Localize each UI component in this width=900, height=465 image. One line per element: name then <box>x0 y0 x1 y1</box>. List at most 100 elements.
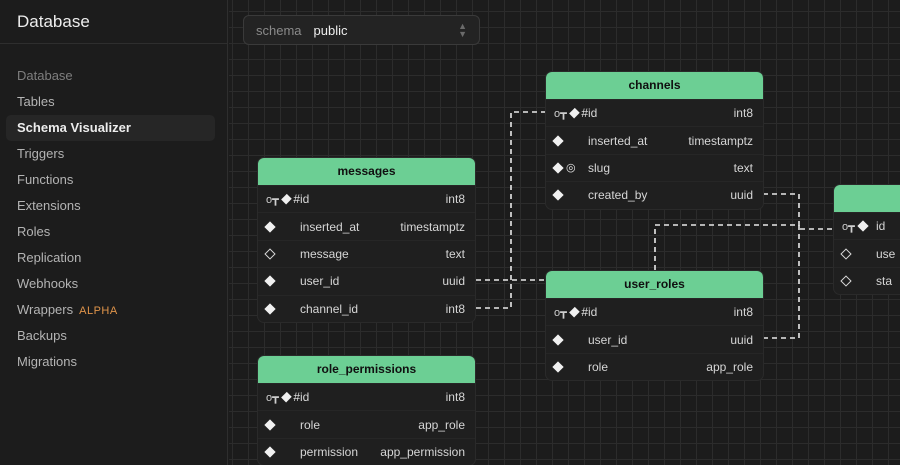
sidebar-item-functions[interactable]: Functions <box>17 172 74 187</box>
diamond-icon <box>264 418 276 431</box>
column-row[interactable]: o┳ # id int8 <box>546 298 763 325</box>
table-name: messages <box>258 158 475 185</box>
sidebar-item-label: Wrappers <box>17 302 74 317</box>
column-row[interactable]: role app_role <box>546 352 763 380</box>
diamond-icon <box>568 108 580 119</box>
diamond-outline-icon <box>840 275 852 287</box>
column-type: app_role <box>418 417 465 432</box>
key-icon: o┳ <box>842 220 855 233</box>
column-type: uuid <box>442 274 465 289</box>
table-name: role_permissions <box>258 356 475 383</box>
column-name: permission <box>300 444 359 459</box>
sidebar-item-migrations[interactable]: Migrations <box>17 354 77 369</box>
column-name: sta <box>876 273 893 288</box>
table-user-roles[interactable]: user_roles o┳ # id int8 user_id uuid role… <box>545 270 764 382</box>
column-type: app_role <box>706 359 753 374</box>
chevron-up-down-icon: ▲▼ <box>458 21 467 39</box>
edge-created-by <box>763 193 833 230</box>
column-type: uuid <box>730 332 753 347</box>
column-row[interactable]: channel_id int8 <box>258 294 475 322</box>
table-partial[interactable]: o┳ id use sta <box>833 184 900 296</box>
diamond-icon <box>280 392 292 403</box>
sidebar-item-replication[interactable]: Replication <box>17 250 82 265</box>
table-channels[interactable]: channels o┳ # id int8 inserted_at timesta… <box>545 71 764 210</box>
column-row[interactable]: message text <box>258 239 475 267</box>
diamond-icon <box>568 307 580 318</box>
column-name: inserted_at <box>588 133 648 148</box>
column-row[interactable]: user_id uuid <box>258 267 475 294</box>
schema-select-value: public <box>313 22 348 38</box>
diamond-icon <box>552 361 564 373</box>
diamond-icon <box>552 189 564 202</box>
sidebar-item-schema-visualizer[interactable]: Schema Visualizer <box>6 115 215 141</box>
fingerprint-icon: ◎ <box>566 162 576 175</box>
key-icon: o┳ <box>554 107 567 120</box>
column-name: id <box>876 219 886 234</box>
column-name: id <box>300 390 310 405</box>
column-type: int8 <box>733 305 753 320</box>
column-type: int8 <box>445 390 465 405</box>
diamond-icon <box>552 162 564 174</box>
sidebar-item-backups[interactable]: Backups <box>17 328 67 343</box>
hash-icon: # <box>581 305 588 320</box>
column-type: app_permission <box>380 444 465 459</box>
column-type: timestamptz <box>400 219 465 234</box>
diamond-outline-icon <box>264 248 276 260</box>
column-row[interactable]: role app_role <box>258 410 475 437</box>
table-name: channels <box>546 72 763 99</box>
column-type: int8 <box>733 106 753 121</box>
diamond-icon <box>264 275 276 288</box>
sidebar-item-roles[interactable]: Roles <box>17 224 51 239</box>
sidebar-title: Database <box>0 0 227 44</box>
column-row[interactable]: inserted_at timestamptz <box>546 126 763 153</box>
diamond-icon <box>264 220 276 233</box>
edge-user-roles <box>654 224 800 339</box>
alpha-badge: ALPHA <box>79 305 118 317</box>
column-type: text <box>733 160 753 175</box>
column-name: user_id <box>300 274 340 289</box>
column-type: timestamptz <box>688 133 753 148</box>
column-row[interactable]: o┳ # id int8 <box>546 99 763 126</box>
column-row[interactable]: created_by uuid <box>546 181 763 208</box>
key-icon: o┳ <box>554 306 567 319</box>
diamond-icon <box>552 333 564 346</box>
column-name: inserted_at <box>300 219 360 234</box>
column-row[interactable]: ◎ slug text <box>546 153 763 181</box>
schema-select-label: schema <box>256 22 302 38</box>
column-row[interactable]: use <box>834 239 900 266</box>
column-type: text <box>445 246 465 261</box>
column-type: int8 <box>445 192 465 207</box>
table-name <box>834 185 900 212</box>
column-row[interactable]: user_id uuid <box>546 325 763 352</box>
column-name: id <box>588 106 598 121</box>
column-name: role <box>588 359 609 374</box>
column-row[interactable]: o┳ id <box>834 212 900 239</box>
column-name: id <box>588 305 598 320</box>
diamond-icon <box>857 220 869 232</box>
hash-icon: # <box>581 106 588 121</box>
column-name: created_by <box>588 188 648 203</box>
sidebar-item-extensions[interactable]: Extensions <box>17 198 81 213</box>
sidebar-item-tables[interactable]: Tables <box>17 94 55 109</box>
sidebar-item-wrappers[interactable]: Wrappers ALPHA <box>6 297 215 323</box>
sidebar-item-webhooks[interactable]: Webhooks <box>17 276 79 291</box>
schema-canvas[interactable]: schema public ▲▼ channels o┳ # id int8 in… <box>229 0 900 465</box>
column-row[interactable]: permission app_permission <box>258 437 475 465</box>
table-role-permissions[interactable]: role_permissions o┳# id int8 role app_ro… <box>257 355 476 465</box>
diamond-icon <box>280 194 292 205</box>
diamond-icon <box>264 303 276 315</box>
sidebar-item-triggers[interactable]: Triggers <box>17 146 65 161</box>
schema-select[interactable]: schema public ▲▼ <box>243 15 480 45</box>
column-row[interactable]: o┳# id int8 <box>258 185 475 212</box>
table-name: user_roles <box>546 271 763 298</box>
column-name: message <box>300 246 349 261</box>
column-name: user_id <box>588 332 628 347</box>
table-messages[interactable]: messages o┳# id int8 inserted_at timesta… <box>257 157 476 323</box>
edge-channel-id <box>476 111 545 309</box>
column-row[interactable]: sta <box>834 266 900 294</box>
diamond-outline-icon <box>840 247 852 260</box>
column-row[interactable]: inserted_at timestamptz <box>258 212 475 239</box>
column-type: int8 <box>445 301 465 316</box>
column-row[interactable]: o┳# id int8 <box>258 383 475 410</box>
column-name: role <box>300 417 321 432</box>
